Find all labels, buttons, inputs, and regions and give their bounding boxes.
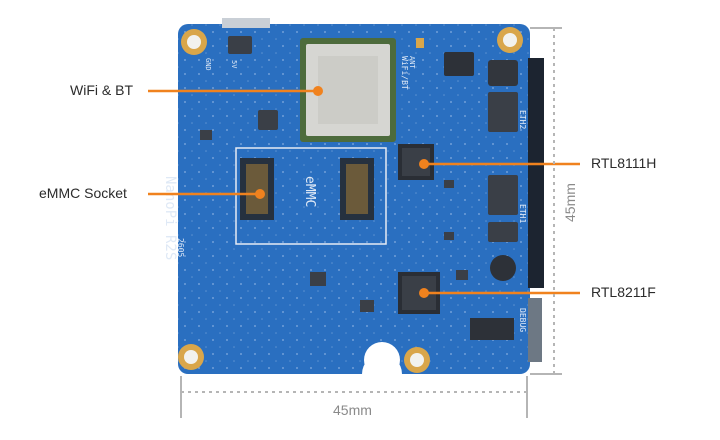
- silk-debug: DEBUG: [518, 308, 527, 332]
- usb-connector: [222, 18, 270, 28]
- label-rtl8211f: RTL8211F: [591, 284, 656, 300]
- silk-gnd: GND: [204, 58, 212, 71]
- mounting-holes: [178, 27, 523, 373]
- label-emmc-socket: eMMC Socket: [39, 185, 127, 201]
- small-components: [200, 36, 468, 312]
- silk-board-code: 2605: [176, 238, 185, 257]
- emmc-socket: [235, 147, 387, 245]
- dimension-lines: [180, 27, 562, 418]
- silk-eth1: ETH1: [518, 204, 527, 223]
- callout-dots: [255, 86, 429, 298]
- silk-5v: 5V: [230, 60, 238, 69]
- silk-eth2: ETH2: [518, 110, 527, 129]
- debug-connector: [528, 298, 542, 362]
- silk-ant: ANT: [408, 56, 416, 69]
- silk-wifi: WiFi/BT: [400, 56, 409, 90]
- rtl8111h-chip: [398, 144, 434, 180]
- height-dimension-label: 45mm: [562, 183, 578, 222]
- width-dimension-label: 45mm: [333, 402, 372, 418]
- silk-board-name: NanoPi R2S: [162, 176, 178, 260]
- ethernet-connector-edge: [528, 58, 544, 288]
- label-wifi-bt: WiFi & BT: [70, 82, 133, 98]
- antenna-connector: [416, 38, 424, 48]
- wifi-bt-module: [300, 38, 396, 142]
- silk-emmc: eMMC: [302, 176, 317, 207]
- label-rtl8111h: RTL8111H: [591, 155, 657, 171]
- magnetics-components: [444, 52, 518, 340]
